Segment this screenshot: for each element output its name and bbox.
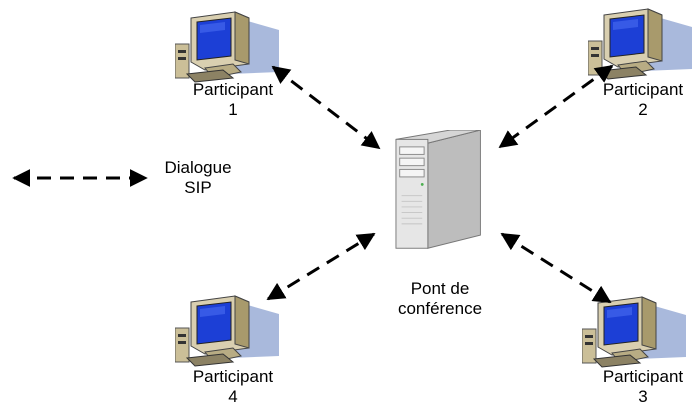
participant-3-computer-icon bbox=[582, 296, 687, 368]
participant-2-computer-icon bbox=[588, 8, 693, 80]
conference-bridge-label: Pont de conférence bbox=[397, 279, 483, 318]
arrow-participant-3-bridge bbox=[500, 232, 612, 304]
participant-3-label: Participant 3 bbox=[602, 367, 684, 406]
participant-1-computer-icon bbox=[175, 11, 280, 83]
legend-sip-dialog-label: Dialogue SIP bbox=[164, 158, 232, 197]
participant-1-label: Participant 1 bbox=[192, 80, 274, 119]
participant-4-label: Participant 4 bbox=[192, 367, 274, 406]
arrow-participant-1-bridge bbox=[271, 65, 381, 150]
arrow-participant-2-bridge bbox=[498, 64, 614, 149]
arrow-participant-4-bridge bbox=[266, 232, 376, 301]
conference-bridge-server-icon bbox=[395, 130, 481, 249]
participant-4-computer-icon bbox=[175, 295, 280, 367]
participant-2-label: Participant 2 bbox=[602, 80, 684, 119]
